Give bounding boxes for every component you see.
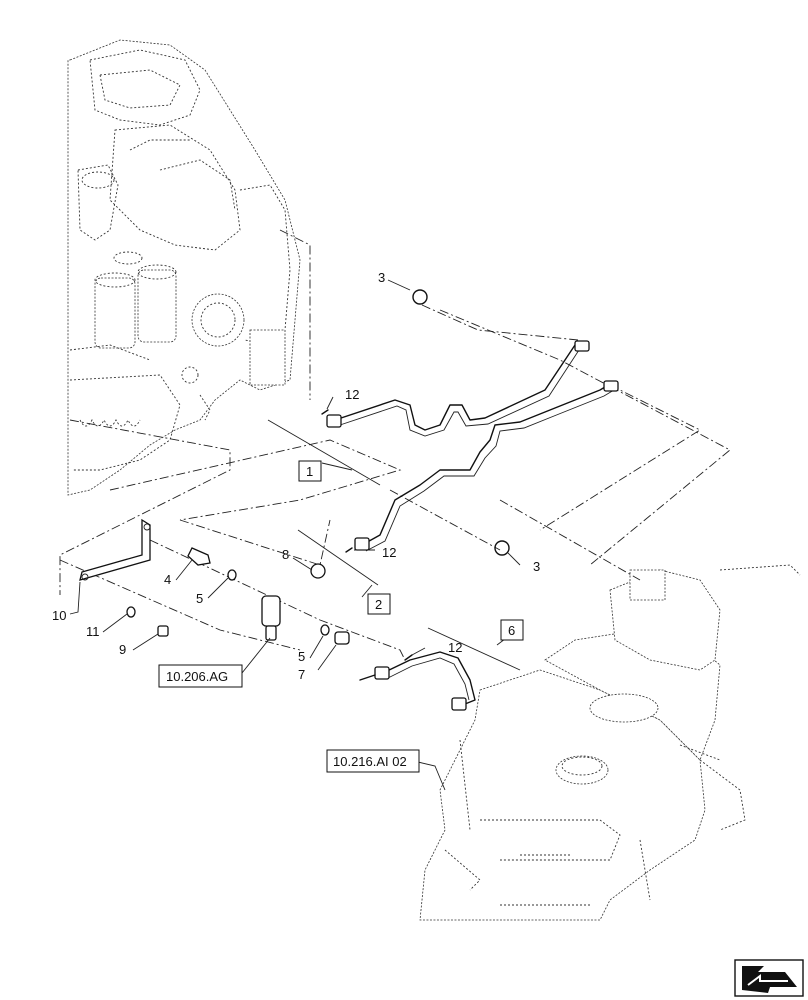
assembly-box-1[interactable]: 1 (298, 460, 322, 482)
callout-5-mid: 5 (298, 649, 305, 664)
fuel-pipe-2 (354, 380, 619, 552)
callout-9: 9 (119, 642, 126, 657)
fuel-tank-assembly (419, 564, 801, 921)
engine-assembly (67, 39, 301, 496)
callout-leaders (69, 279, 521, 791)
callout-12-top: 12 (345, 387, 359, 402)
callout-11: 11 (86, 624, 100, 639)
callout-labels: 3 3 12 12 12 8 4 5 5 7 10 11 9 (52, 270, 540, 682)
reference-fuel-tank[interactable]: 10.216.AI 02 (326, 749, 420, 773)
reference-fuel-filter[interactable]: 10.206.AG (158, 664, 243, 688)
leader-lines (59, 229, 731, 661)
fuel-pipe-6 (359, 651, 476, 711)
callout-5-left: 5 (196, 591, 203, 606)
assembly-leaders (267, 419, 521, 671)
fuel-pipe-1 (326, 340, 590, 437)
reference-fuel-tank-label: 10.216.AI 02 (333, 754, 407, 769)
arrow-navigation-icon[interactable] (734, 959, 804, 997)
assembly-box-2[interactable]: 2 (367, 593, 391, 615)
callout-8: 8 (282, 547, 289, 562)
callout-12-low: 12 (448, 640, 462, 655)
assembly-box-6[interactable]: 6 (500, 619, 524, 641)
assembly-box-6-label: 6 (508, 623, 515, 638)
assembly-box-1-label: 1 (306, 464, 313, 479)
callout-7: 7 (298, 667, 305, 682)
assembly-box-2-label: 2 (375, 597, 382, 612)
callout-3-top: 3 (378, 270, 385, 285)
callout-4: 4 (164, 572, 171, 587)
hardware-parts (79, 289, 510, 661)
callout-3-right: 3 (533, 559, 540, 574)
callout-12-mid: 12 (382, 545, 396, 560)
reference-fuel-filter-label: 10.206.AG (166, 669, 228, 684)
callout-10: 10 (52, 608, 66, 623)
